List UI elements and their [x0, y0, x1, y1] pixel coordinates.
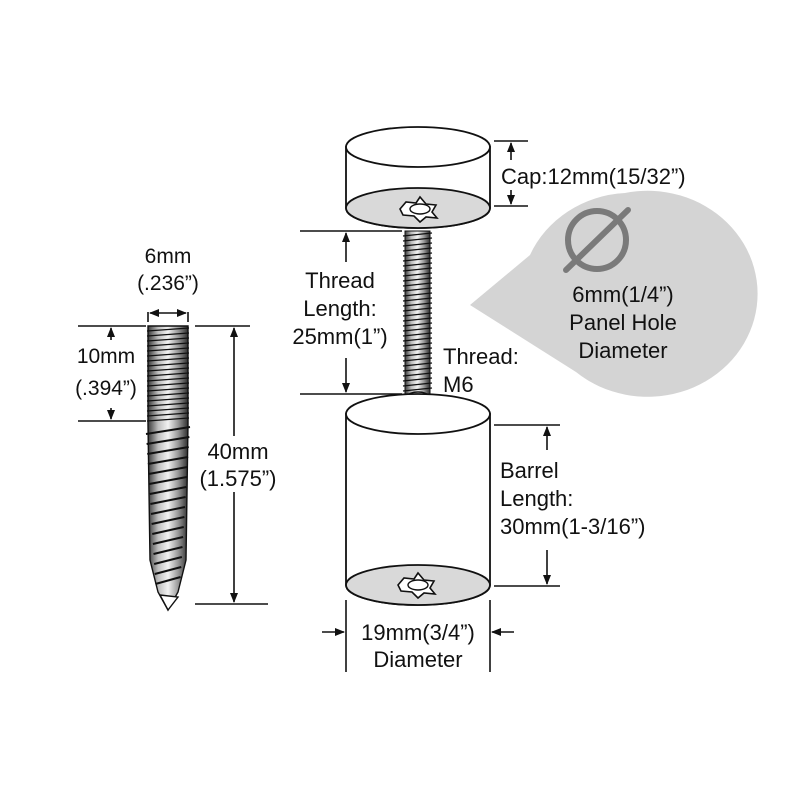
- hex-socket-icon: [397, 571, 437, 600]
- thread-spec-line-2: M6: [443, 372, 474, 397]
- screw-width-in: (.236”): [137, 272, 199, 295]
- callout-line-1: 6mm(1/4”): [572, 282, 673, 307]
- wood-screw: [145, 325, 191, 612]
- screw-width-mm: 6mm: [145, 245, 192, 268]
- diameter-symbol-icon: [563, 207, 631, 273]
- threaded-stud: [402, 230, 433, 401]
- standoff-dimensions: Cap:12mm(15/32”) Thread Length: 25mm(1”)…: [292, 140, 686, 672]
- cap-height-label: Cap:12mm(15/32”): [501, 164, 686, 189]
- panel-hole-callout: 6mm(1/4”) Panel Hole Diameter: [470, 190, 758, 397]
- standoff-barrel: [345, 393, 491, 606]
- screw-partial-mm: 10mm: [77, 345, 135, 368]
- screw-length-mm: 40mm: [207, 439, 268, 464]
- callout-line-2: Panel Hole: [569, 310, 677, 335]
- thread-length-line-1: Thread: [305, 268, 375, 293]
- thread-length-line-2: Length:: [303, 296, 376, 321]
- screw-dimensions: 6mm (.236”) 10mm (.394”) 40mm (1.575”): [75, 245, 277, 605]
- barrel-length-line-3: 30mm(1-3/16”): [500, 514, 645, 539]
- callout-bubble: [470, 190, 758, 397]
- hex-socket-icon: [399, 195, 439, 224]
- barrel-length-line-1: Barrel: [500, 458, 559, 483]
- callout-line-3: Diameter: [578, 338, 667, 363]
- barrel-diameter-line-1: 19mm(3/4”): [361, 620, 475, 645]
- screw-machine-threads: [146, 327, 190, 422]
- screw-partial-in: (.394”): [75, 377, 137, 400]
- thread-spec-line-1: Thread:: [443, 344, 519, 369]
- stud-threads: [402, 232, 433, 392]
- standoff-cap: [345, 126, 491, 229]
- barrel-length-line-2: Length:: [500, 486, 573, 511]
- barrel-diameter-line-2: Diameter: [373, 647, 462, 672]
- thread-length-line-3: 25mm(1”): [292, 324, 387, 349]
- screw-length-in: (1.575”): [199, 466, 276, 491]
- screw-wood-threads: [145, 426, 191, 585]
